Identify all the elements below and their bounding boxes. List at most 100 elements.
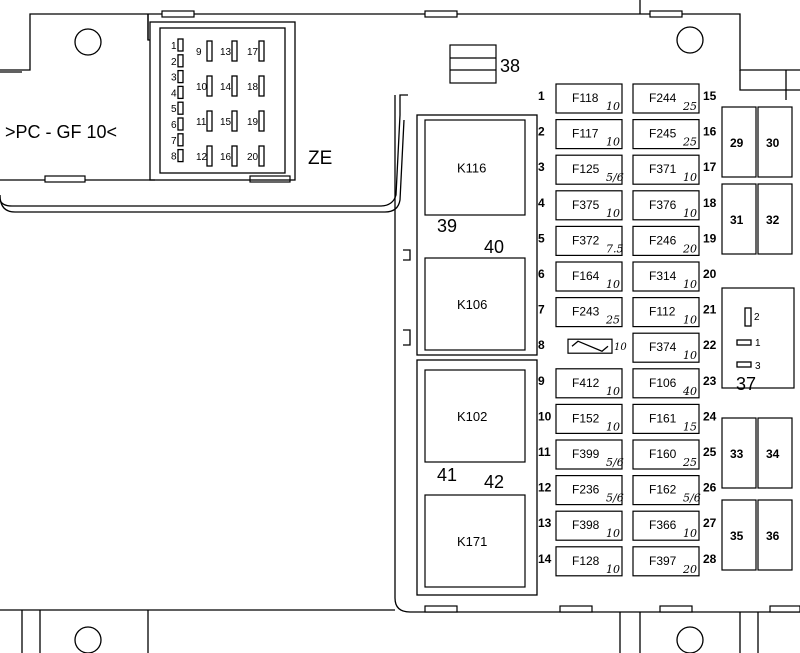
diode-pin-1 — [736, 339, 752, 346]
small-pin-label: 11 — [196, 117, 207, 128]
fuse-slot-number: 3 — [538, 160, 545, 174]
fuse-box — [632, 510, 700, 541]
small-pin — [177, 117, 184, 131]
large-relay-box — [721, 417, 757, 489]
mounting-hole-top-right — [676, 26, 704, 54]
fuse-box — [632, 190, 700, 221]
small-pin — [258, 75, 265, 97]
small-pin-label: 6 — [171, 120, 177, 131]
fuse-box — [632, 261, 700, 292]
fuse-name: F106 — [649, 376, 677, 390]
fuse-slot-number: 23 — [703, 374, 717, 388]
fuse-box — [632, 297, 700, 328]
fuse-amps: 10 — [606, 420, 620, 433]
fuse-box — [555, 261, 623, 292]
fuse-box — [555, 510, 623, 541]
small-pin-label: 7 — [171, 136, 177, 147]
fuse-slot-number: 7 — [538, 303, 545, 317]
fuse-slot-number: 5 — [538, 231, 545, 245]
relay-name: K116 — [457, 161, 486, 176]
small-pin-label: 9 — [196, 47, 202, 58]
fuse-name: F412 — [572, 376, 600, 390]
small-pin-label: 4 — [171, 88, 177, 99]
fuse-column-right: 15F2442516F2452517F3711018F3761019F24620… — [632, 83, 717, 577]
fuse-name: F366 — [649, 518, 677, 532]
mounting-hole-bottom-right — [676, 626, 704, 653]
block-label-ze: ZE — [308, 148, 332, 169]
small-pin-label: 14 — [220, 82, 232, 93]
fuse-name: F236 — [572, 483, 600, 497]
fuse-slot-number: 15 — [703, 89, 717, 103]
fuse-box — [555, 403, 623, 434]
fuse-name: F372 — [572, 233, 600, 247]
relay-group-upper — [416, 114, 538, 356]
relay-number: 42 — [484, 472, 504, 492]
fuse-amps: 10 — [683, 527, 697, 540]
small-pin — [231, 145, 238, 167]
fuse-name: F118 — [572, 91, 599, 105]
diode-pin-3 — [736, 361, 752, 368]
fuse-slot-number: 20 — [703, 267, 717, 281]
fuse-slot-number: 21 — [703, 303, 717, 317]
fuse-box — [632, 546, 700, 577]
block-38 — [449, 44, 497, 84]
fuse-name: F164 — [572, 269, 600, 283]
large-relay-box — [721, 106, 757, 178]
fuse-name: F398 — [572, 518, 600, 532]
fuse-slot-number: 8 — [538, 338, 545, 352]
small-pin-label: 15 — [220, 117, 232, 128]
fuse-slot-number: 9 — [538, 374, 545, 388]
fuse-amps: 5/6 — [683, 492, 701, 505]
fuse-name: F128 — [572, 554, 600, 568]
fuse-slot-number: 2 — [538, 125, 545, 139]
fuse-name: F160 — [649, 447, 677, 461]
fuse-box — [555, 368, 623, 399]
fuse-box — [555, 546, 623, 577]
fuse-amps: 10 — [606, 385, 620, 398]
relay-box — [424, 257, 526, 351]
mounting-hole-top-left — [74, 28, 102, 56]
large-relay-box — [721, 183, 757, 255]
fuse-box — [555, 439, 623, 470]
small-pin-label: 10 — [196, 82, 208, 93]
fuse-slot-number: 19 — [703, 231, 717, 245]
fuse-box — [555, 83, 623, 114]
fuse-slot-number: 25 — [703, 445, 717, 459]
fuse-amps: 5/6 — [606, 492, 624, 505]
fuse-box — [632, 83, 700, 114]
small-pin — [177, 54, 184, 68]
fuse-amps: 10 — [606, 563, 620, 576]
fuse-amps: 5/6 — [606, 456, 624, 469]
small-pin-label: 19 — [247, 117, 259, 128]
fuse-box — [632, 118, 700, 150]
fuse-name: F112 — [649, 305, 676, 319]
fuse-box — [632, 225, 700, 256]
small-pin-label: 8 — [171, 152, 177, 163]
large-relay-number: 29 — [730, 136, 744, 150]
relay-number: 39 — [437, 216, 457, 236]
fuse-amps: 10 — [683, 349, 697, 362]
fuse-amps: 20 — [682, 563, 697, 576]
small-pin — [177, 101, 184, 115]
fuse-amps: 25 — [682, 100, 697, 113]
fuse-box — [632, 403, 700, 434]
small-pin — [177, 69, 184, 84]
fuse-box — [632, 439, 700, 470]
small-pin-label: 3 — [171, 73, 177, 84]
fuse-slot-number: 11 — [538, 445, 551, 459]
relay-name: K171 — [457, 534, 487, 549]
small-pin — [206, 40, 213, 62]
fuse-amps: 10 — [606, 100, 620, 113]
fuse-box — [555, 118, 623, 150]
relay-number: 41 — [437, 465, 457, 485]
small-pin — [206, 110, 213, 132]
small-pin-label: 17 — [247, 47, 259, 58]
large-relay-number: 31 — [730, 213, 744, 227]
fuse-slot-number: 26 — [703, 481, 717, 495]
large-relay-number: 36 — [766, 529, 780, 543]
